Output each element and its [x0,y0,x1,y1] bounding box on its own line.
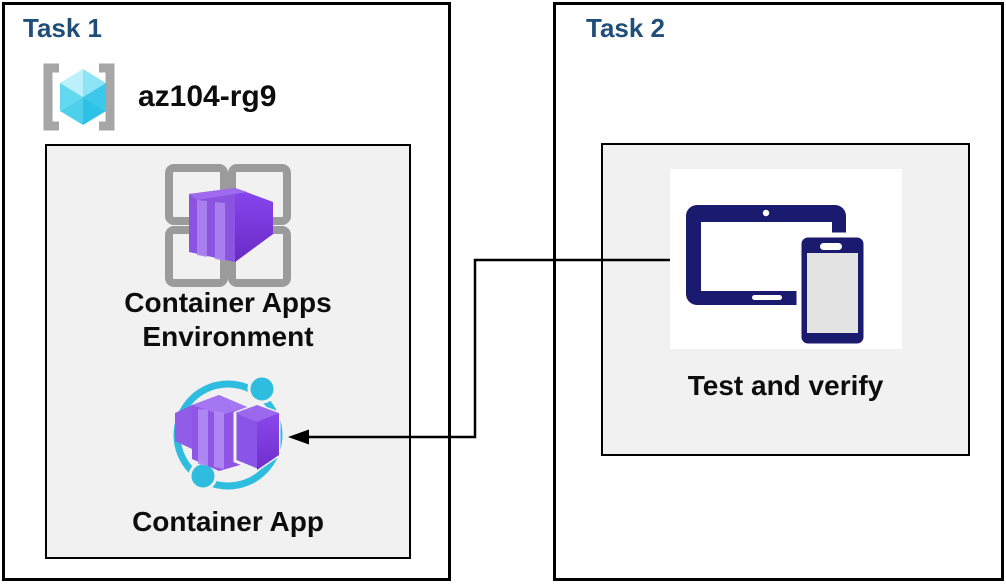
resource-group-name: az104-rg9 [138,80,277,113]
task-2-inner-box: Test and verify [601,143,970,456]
device-plate [669,169,902,349]
task-1-box: Task 1 az104-rg9 [2,2,451,581]
container-apps-environment-label: Container Apps Environment [124,287,332,352]
task-2-title: Task 2 [586,13,666,43]
resource-group: az104-rg9 [36,60,276,134]
container-app-icon [173,374,283,491]
task-1-title: Task 1 [23,13,103,43]
resource-group-icon [43,63,115,131]
task-1-inner-box: Container Apps Environment [45,144,411,559]
container-app-label: Container App [132,506,324,538]
container-apps-environment-icon [165,164,291,287]
task-2-box: Task 2 Test and verify [553,2,1004,581]
devices-icon [685,205,868,349]
test-and-verify-label: Test and verify [687,370,884,401]
